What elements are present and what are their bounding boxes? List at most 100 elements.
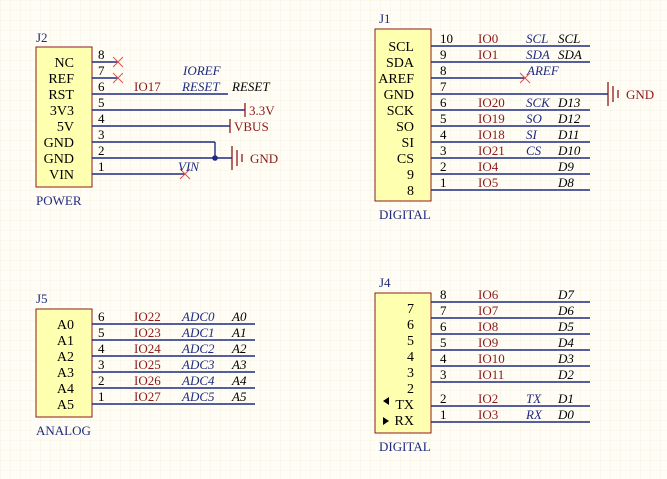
j4-pin-number: 7 <box>440 303 447 318</box>
j1-power-port-gnd: GND <box>626 87 654 102</box>
j5-alias: A2 <box>231 341 247 356</box>
j1-alias: D8 <box>557 175 574 190</box>
j1-net: IO20 <box>478 95 505 110</box>
j1-net: IO19 <box>478 111 505 126</box>
j5-body <box>35 308 93 418</box>
j1-pin-label: 8 <box>407 184 414 199</box>
j1-net: IO0 <box>478 31 498 46</box>
j4-pin-label: TX <box>395 398 414 413</box>
j1-pin-number: 8 <box>440 63 447 78</box>
j2-pin-number: 8 <box>98 47 105 62</box>
j1-pin-label: CS <box>397 152 414 167</box>
j1-net: IO4 <box>478 159 499 174</box>
j2-pin-label: RST <box>48 88 74 103</box>
j4-body <box>374 292 432 434</box>
j5-pin-label: A1 <box>57 334 74 349</box>
j2-designator: J2 <box>36 30 48 45</box>
j2-caption: POWER <box>36 193 82 208</box>
j4-pin-label: 3 <box>407 366 414 381</box>
j1-alias: D13 <box>557 95 581 110</box>
j4-alias: D3 <box>557 351 574 366</box>
j2-pin-label: GND <box>44 136 74 151</box>
j5-alias: A0 <box>231 309 247 324</box>
component-j4[interactable]: J4 DIGITAL 7 6 5 4 3 2 TX RX 8 7 6 5 4 3… <box>374 275 590 454</box>
j1-signal: SCL <box>526 31 548 46</box>
j4-caption: DIGITAL <box>379 439 431 454</box>
j5-pin-number: 4 <box>98 341 105 356</box>
j5-signal: ADC4 <box>181 373 215 388</box>
j2-pin-number: 5 <box>98 95 105 110</box>
j5-net: IO24 <box>134 341 161 356</box>
component-j5[interactable]: J5 ANALOG A0 A1 A2 A3 A4 A5 6 5 4 3 2 1 … <box>35 291 255 438</box>
j4-pin-number: 2 <box>440 391 447 406</box>
j4-net: IO2 <box>478 391 498 406</box>
j5-signal: ADC2 <box>181 341 215 356</box>
j2-pin-label: NC <box>55 56 74 71</box>
j5-pin-label: A0 <box>57 318 74 333</box>
j4-net: IO9 <box>478 335 498 350</box>
no-connect-x <box>112 72 124 84</box>
j4-pin-number: 3 <box>440 367 447 382</box>
j5-pin-number: 5 <box>98 325 105 340</box>
j1-net: IO18 <box>478 127 505 142</box>
j5-pin-number: 2 <box>98 373 105 388</box>
j4-pin-label: RX <box>395 414 414 429</box>
power-port-gnd: GND <box>250 151 278 166</box>
j5-pin-label: A4 <box>57 382 74 397</box>
component-j2[interactable]: J2 POWER NC REF RST 3V3 5V GND GND VIN 8… <box>35 30 278 208</box>
j2-pin-label: 3V3 <box>50 104 74 119</box>
j5-pin-label: A3 <box>57 366 74 381</box>
j2-net-io17: IO17 <box>134 79 161 94</box>
j2-pin-label: GND <box>44 152 74 167</box>
j1-alias: D11 <box>557 127 579 142</box>
j2-pin-label: 5V <box>57 120 74 135</box>
tx-output-arrow-icon <box>383 397 389 405</box>
j2-pin-label: REF <box>48 72 74 87</box>
j1-net: IO5 <box>478 175 498 190</box>
j2-signal-ioref: IOREF <box>182 63 222 78</box>
j2-body <box>35 46 93 188</box>
j5-pin-number: 6 <box>98 309 105 324</box>
j2-pin-label: VIN <box>49 168 74 183</box>
no-connect-x <box>519 72 531 84</box>
j5-signal: ADC5 <box>181 389 215 404</box>
no-connect-x <box>112 56 124 68</box>
j1-pin-label: 9 <box>407 168 414 183</box>
j1-pin-label: SDA <box>386 56 415 71</box>
j4-pin-label: 2 <box>407 382 414 397</box>
j4-net: IO8 <box>478 319 498 334</box>
j1-signal: CS <box>526 143 542 158</box>
j5-alias: A5 <box>231 389 247 404</box>
j1-pin-number: 7 <box>440 79 447 94</box>
j1-pin-label: AREF <box>378 72 414 87</box>
j2-junction-dot <box>212 155 218 161</box>
ground-symbol-icon <box>231 146 243 170</box>
j1-net: IO21 <box>478 143 505 158</box>
component-j1[interactable]: J1 DIGITAL SCL SDA AREF GND SCK SO SI CS… <box>374 11 654 222</box>
j2-pin-number: 7 <box>98 63 105 78</box>
j2-signal-vin: VIN <box>178 159 200 174</box>
j2-alias-reset: RESET <box>231 79 270 94</box>
j1-alias: SDA <box>558 47 582 62</box>
j4-pin-number: 4 <box>440 351 447 366</box>
j4-net: IO11 <box>478 367 504 382</box>
j4-designator: J4 <box>379 275 391 290</box>
j4-alias: D2 <box>557 367 574 382</box>
j5-net: IO25 <box>134 357 161 372</box>
j5-net: IO27 <box>134 389 161 404</box>
j5-designator: J5 <box>36 291 48 306</box>
j1-pin-number: 4 <box>440 127 447 142</box>
j4-alias: D0 <box>557 407 574 422</box>
j4-alias: D7 <box>557 287 574 302</box>
j5-alias: A3 <box>231 357 247 372</box>
j1-pin-number: 6 <box>440 95 447 110</box>
j4-pin-label: 4 <box>407 350 414 365</box>
j1-net: IO1 <box>478 47 498 62</box>
j1-signal: AREF <box>526 63 560 78</box>
j4-signal: RX <box>525 407 543 422</box>
j4-net: IO3 <box>478 407 498 422</box>
j1-pin-number: 10 <box>440 31 453 46</box>
j2-pin-number: 6 <box>98 79 105 94</box>
j1-pin-number: 2 <box>440 159 447 174</box>
